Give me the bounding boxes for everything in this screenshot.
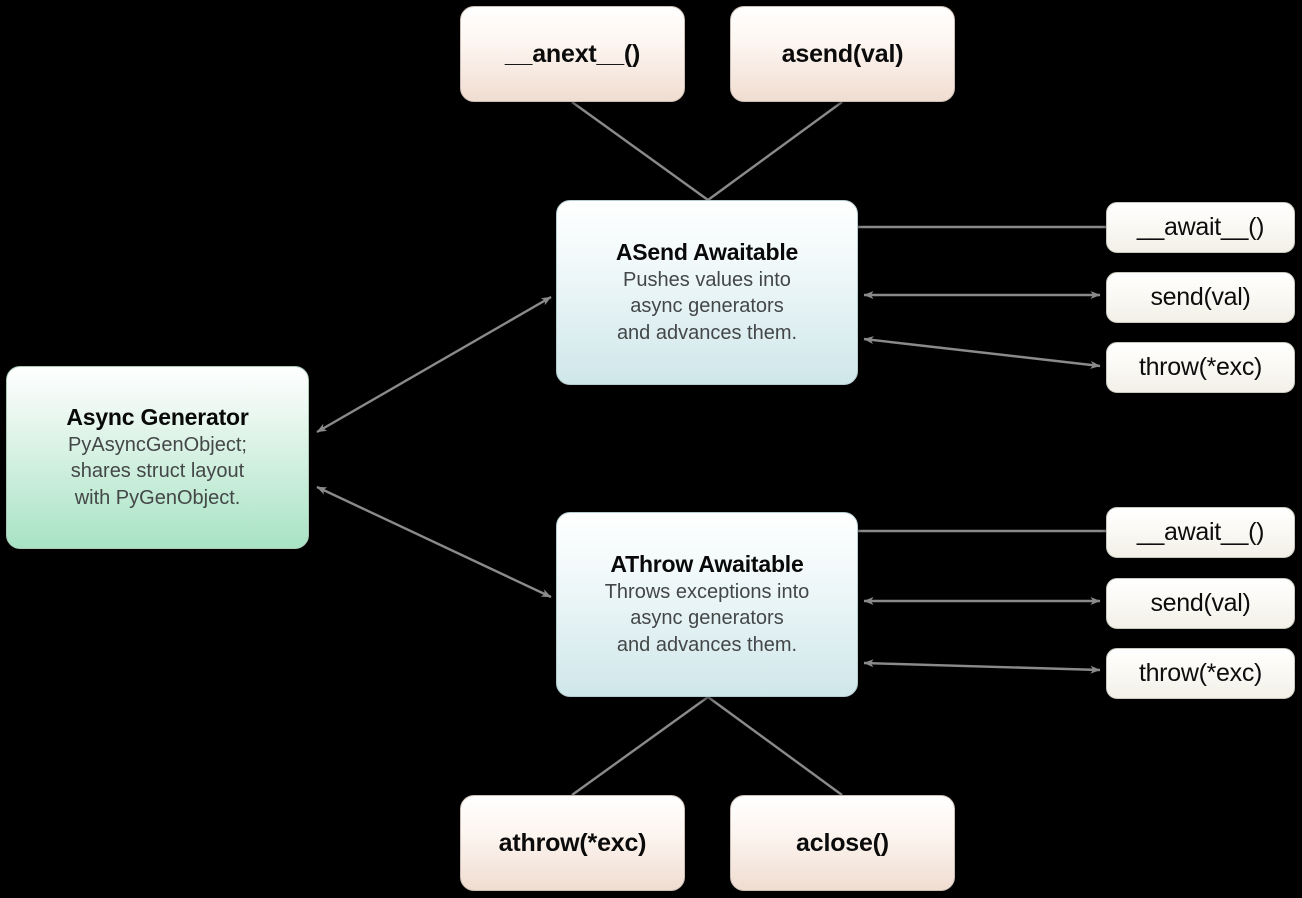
- node-asend-throw[interactable]: throw(*exc): [1106, 342, 1295, 393]
- node-athrow-awaitable-desc: Throws exceptions into async generators …: [604, 580, 810, 656]
- edge-generator-asend: [316, 295, 552, 434]
- node-asend-method-label: asend(val): [781, 39, 904, 68]
- node-asend-await[interactable]: __await__(): [1106, 202, 1295, 253]
- node-asend-method[interactable]: asend(val): [730, 6, 955, 102]
- node-async-generator[interactable]: Async Generator PyAsyncGenObject; shares…: [6, 366, 309, 549]
- node-asend-send-label: send(val): [1150, 283, 1251, 311]
- edge-athrow-to-aclose: [707, 696, 843, 796]
- edge-asend-method-to-asend: [707, 101, 843, 201]
- node-athrow-awaitable-title: AThrow Awaitable: [610, 550, 804, 577]
- edge-generator-athrow: [316, 485, 552, 599]
- node-anext[interactable]: __anext__(): [460, 6, 685, 102]
- node-aclose[interactable]: aclose(): [730, 795, 955, 891]
- node-asend-awaitable[interactable]: ASend Awaitable Pushes values into async…: [556, 200, 858, 385]
- node-athrow-await[interactable]: __await__(): [1106, 507, 1295, 558]
- node-athrow-await-label: __await__(): [1136, 518, 1265, 546]
- edge-anext-to-asend: [571, 101, 709, 201]
- node-asend-awaitable-desc: Pushes values into async generators and …: [616, 268, 798, 344]
- node-async-generator-title: Async Generator: [66, 403, 249, 430]
- node-athrow-awaitable[interactable]: AThrow Awaitable Throws exceptions into …: [556, 512, 858, 697]
- node-athrow-send-label: send(val): [1150, 589, 1251, 617]
- node-athrow-throw-label: throw(*exc): [1138, 659, 1263, 687]
- node-asend-send[interactable]: send(val): [1106, 272, 1295, 323]
- node-athrow-send[interactable]: send(val): [1106, 578, 1295, 629]
- node-asend-throw-label: throw(*exc): [1138, 353, 1263, 381]
- node-async-generator-desc: PyAsyncGenObject; shares struct layout w…: [68, 433, 247, 509]
- node-aclose-label: aclose(): [796, 828, 889, 857]
- edge-athrow-throw: [863, 659, 1101, 674]
- node-athrow-throw[interactable]: throw(*exc): [1106, 648, 1295, 699]
- node-asend-await-label: __await__(): [1136, 213, 1265, 241]
- edge-asend-throw: [863, 336, 1101, 369]
- node-athrow-method-label: athrow(*exc): [498, 828, 647, 857]
- node-athrow-method[interactable]: athrow(*exc): [460, 795, 685, 891]
- node-asend-awaitable-title: ASend Awaitable: [615, 238, 799, 265]
- node-anext-label: __anext__(): [504, 39, 641, 68]
- edge-athrow-to-athrow-method: [571, 696, 709, 796]
